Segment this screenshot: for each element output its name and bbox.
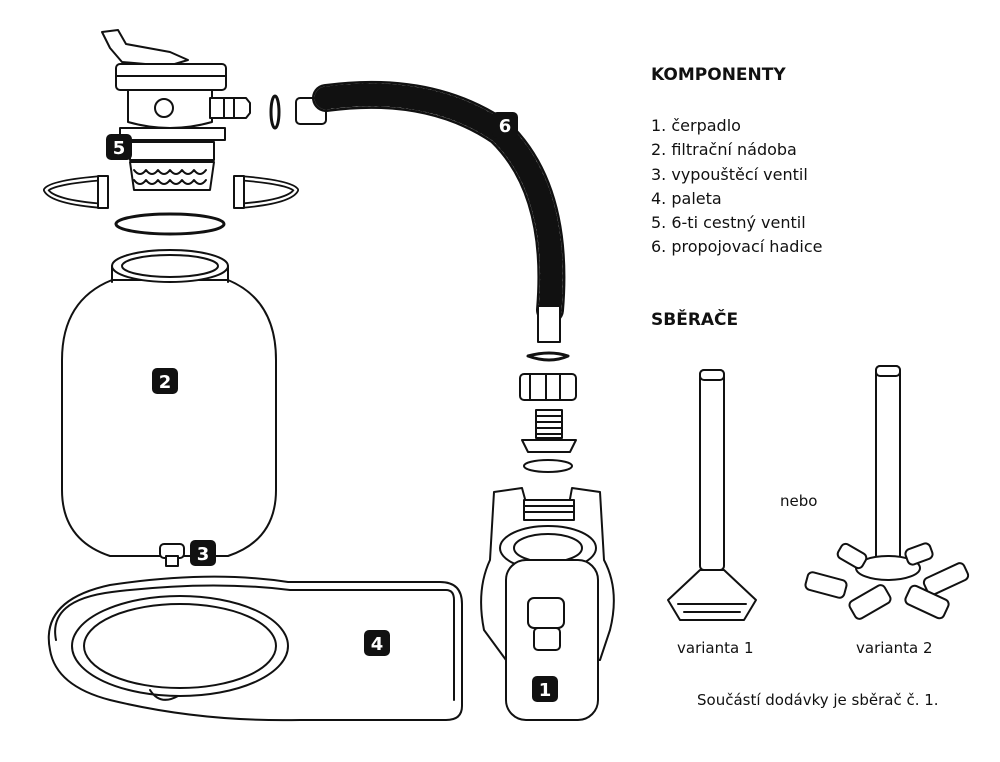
badge-valve: 5 — [113, 138, 126, 159]
pallet — [47, 575, 463, 722]
list-item: 3. vypouštěcí ventil — [651, 164, 808, 184]
filter-tank — [61, 249, 277, 557]
badge-pump: 1 — [539, 680, 552, 701]
pump — [480, 487, 615, 721]
list-item: 2. filtrační nádoba — [651, 140, 797, 160]
components-list: 1. čerpadlo 2. filtrační nádoba 3. vypou… — [651, 114, 823, 260]
or-label: nebo — [780, 492, 818, 510]
components-title: KOMPONENTY — [651, 65, 786, 85]
collector-variant-2 — [804, 365, 970, 620]
variant-1-label: varianta 1 — [677, 639, 754, 657]
badge-drain: 3 — [197, 544, 210, 565]
clamp-right — [233, 175, 299, 209]
collector-variant-1 — [667, 369, 757, 621]
list-item: 6. propojovací hadice — [651, 237, 823, 257]
list-item: 5. 6-ti cestný ventil — [651, 213, 806, 233]
badge-pallet: 4 — [371, 634, 384, 655]
list-item: 4. paleta — [651, 188, 722, 208]
clamp-left — [43, 175, 109, 209]
badge-tank: 2 — [159, 372, 172, 393]
variant-2-label: varianta 2 — [856, 639, 933, 657]
badge-hose: 6 — [499, 116, 512, 137]
connecting-hose — [295, 80, 566, 343]
hose-nut — [519, 373, 577, 401]
threaded-adapter — [521, 409, 577, 453]
collectors-title: SBĚRAČE — [651, 310, 739, 330]
drain-valve — [159, 543, 185, 567]
delivery-note: Součástí dodávky je sběrač č. 1. — [697, 691, 939, 709]
list-item: 1. čerpadlo — [651, 116, 741, 135]
six-way-valve — [101, 29, 251, 191]
